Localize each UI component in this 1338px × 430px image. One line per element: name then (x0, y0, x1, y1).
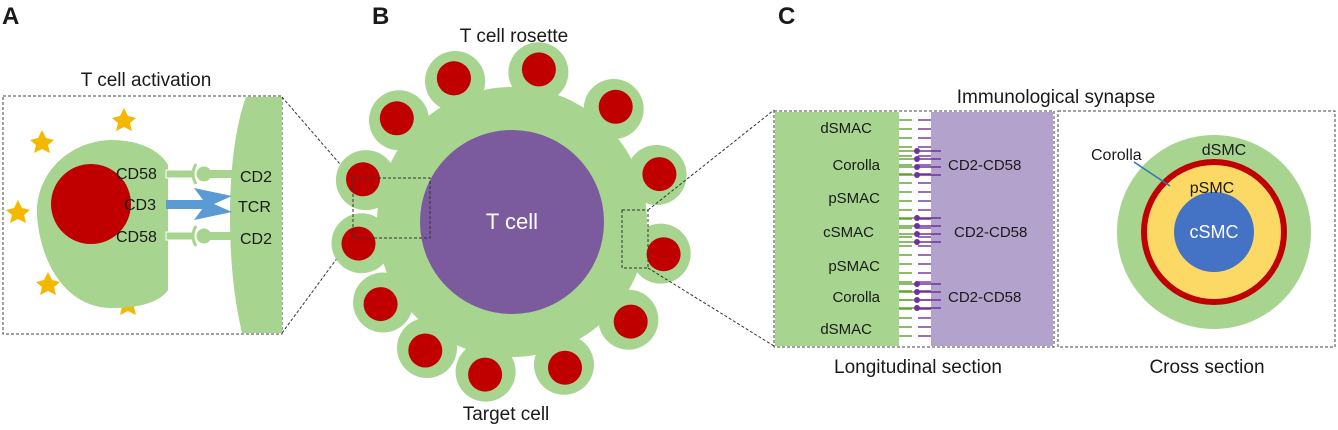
cd58-head (914, 156, 920, 162)
rosette-target-nucleus (468, 357, 503, 392)
star-4 (36, 272, 60, 295)
long-label-cd2-cd58-2: CD2-CD58 (954, 224, 1027, 241)
rosette-target-nucleus (379, 101, 414, 136)
cd58-head (914, 281, 920, 287)
rosette-target-nucleus (341, 226, 376, 261)
cross-label-psmc: pSMC (1190, 180, 1234, 197)
zoom-line-b-top (647, 109, 775, 211)
long-section-frame (773, 110, 1055, 348)
long-label-csmac: cSMAC (823, 224, 874, 241)
star-1 (30, 130, 54, 153)
long-label-psmac-1: pSMAC (828, 190, 880, 207)
label-cd3: CD3 (124, 197, 156, 214)
long-section-target (931, 112, 1053, 346)
panel-a-title: T cell activation (81, 70, 212, 91)
rosette-target-nucleus (598, 89, 633, 124)
zoom-line-a-top (281, 96, 353, 179)
cd58-head (914, 231, 920, 237)
cd58-head (914, 297, 920, 303)
star-2 (112, 108, 136, 131)
stars (6, 108, 140, 315)
rosette-target-nucleus (521, 52, 556, 87)
long-label-corolla-1: Corolla (832, 157, 880, 174)
label-cd58-top: CD58 (116, 166, 157, 183)
cross-label-corolla: Corolla (1091, 147, 1142, 164)
long-left-labels: dSMAC Corolla pSMAC cSMAC pSMAC Corolla … (820, 120, 880, 338)
long-right-labels: CD2-CD58 CD2-CD58 CD2-CD58 (948, 157, 1027, 306)
panel-b-letter: B (372, 3, 389, 30)
cross-section-caption: Cross section (1149, 357, 1264, 378)
long-label-psmac-2: pSMAC (828, 258, 880, 275)
target-cell-nucleus (51, 164, 131, 244)
cross-label-csmc: cSMC (1190, 222, 1239, 242)
long-section-caption: Longitudinal section (834, 357, 1002, 378)
label-tcr: TCR (238, 199, 271, 216)
label-cd2-bottom: CD2 (240, 231, 272, 248)
panel-b-title: T cell rosette (460, 26, 568, 47)
rosette-target-nucleus (646, 237, 681, 272)
cross-label-dsmc: dSMC (1202, 142, 1246, 159)
cd58-head (914, 148, 920, 154)
cd58-cd2-bottom (165, 225, 232, 247)
long-label-dsmac-1: dSMAC (820, 120, 872, 137)
long-label-cd2-cd58-1: CD2-CD58 (948, 157, 1021, 174)
t-cell-edge (230, 97, 282, 333)
panel-b-bottom-label: Target cell (463, 404, 550, 425)
rosette-target-nucleus (548, 350, 582, 385)
cd58-cd2-top (165, 163, 232, 185)
cd58-head (914, 239, 920, 245)
cd58-head (914, 215, 920, 221)
star-3 (6, 200, 30, 223)
panel-c-letter: C (778, 3, 795, 30)
panel-a-letter: A (2, 3, 19, 30)
corolla-pointer (1133, 161, 1171, 187)
synapse-lines (899, 119, 941, 337)
rosette-target-nucleus (613, 304, 648, 339)
cd58-head (914, 289, 920, 295)
rosette-target-nucleus (642, 157, 677, 192)
rosette-target-nucleus (408, 333, 443, 368)
zoom-box-left (352, 177, 431, 239)
t-cell-body (420, 130, 604, 314)
rosette-target-nucleus (436, 61, 471, 96)
cd58-head (914, 223, 920, 229)
rosette-target-nucleus (363, 287, 398, 322)
cd58-head (914, 305, 920, 311)
t-cell-label: T cell (486, 209, 538, 234)
zoom-line-b-bottom (647, 267, 775, 347)
cd58-head (914, 172, 920, 178)
zoom-box-right (621, 209, 649, 269)
long-label-cd2-cd58-3: CD2-CD58 (948, 289, 1021, 306)
cross-csmc-core (1174, 192, 1254, 272)
long-label-corolla-2: Corolla (832, 289, 880, 306)
long-label-dsmac-2: dSMAC (820, 321, 872, 338)
label-cd2-top: CD2 (240, 169, 272, 186)
rosette-target-nucleus (346, 162, 380, 197)
cd3-tcr-arrow (166, 188, 232, 220)
cd58-head (914, 164, 920, 170)
panel-c-title: Immunological synapse (957, 87, 1156, 108)
cross-section-frame (1057, 110, 1336, 348)
label-cd58-bottom: CD58 (116, 229, 157, 246)
long-section-tcell (775, 112, 899, 346)
